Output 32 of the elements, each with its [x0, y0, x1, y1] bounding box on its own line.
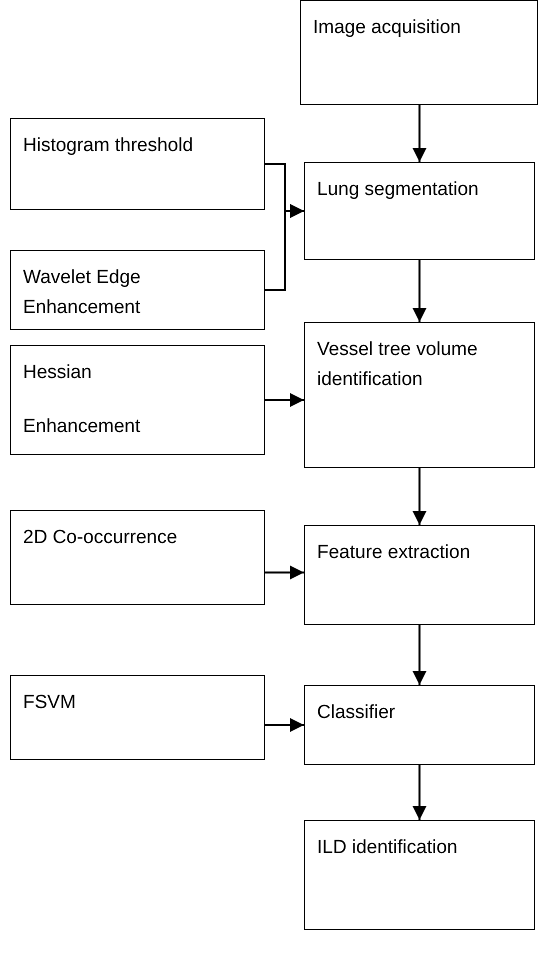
box-text: Histogram threshold — [23, 134, 194, 158]
box-text: Vessel tree volume identification — [317, 338, 479, 392]
process-box — [10, 250, 265, 330]
box-text: Image acquisition — [313, 16, 462, 40]
arrow — [412, 468, 426, 525]
arrow — [412, 260, 426, 322]
arrow — [412, 105, 426, 162]
process-box — [304, 162, 535, 260]
box-text: 2D Co-occurrence — [23, 526, 178, 550]
arrow — [265, 204, 304, 291]
process-box — [304, 322, 535, 468]
process-box — [10, 345, 265, 455]
box-text: FSVM — [23, 691, 77, 715]
process-box — [304, 525, 535, 625]
arrow — [412, 625, 426, 685]
process-box — [304, 685, 535, 765]
box-text: Lung segmentation — [317, 178, 480, 202]
process-box — [304, 820, 535, 930]
arrow — [265, 393, 304, 407]
box-text: Hessian — [23, 361, 93, 385]
process-box — [10, 510, 265, 605]
box-text: Wavelet Edge Enhancement — [23, 266, 142, 320]
process-box — [10, 118, 265, 210]
arrow — [265, 718, 304, 732]
box-text: Classifier — [317, 701, 396, 725]
box-text: Enhancement — [23, 415, 142, 439]
process-box — [300, 0, 538, 105]
arrow — [265, 566, 304, 580]
box-text: ILD identification — [317, 836, 458, 860]
process-box — [10, 675, 265, 760]
box-text: Feature extraction — [317, 541, 472, 565]
arrow — [412, 765, 426, 820]
